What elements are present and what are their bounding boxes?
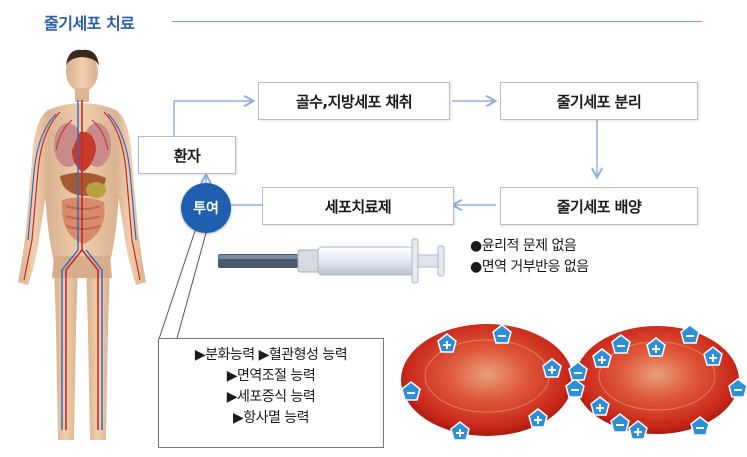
benefit-immune: ●면역 거부반응 없음 xyxy=(470,259,589,275)
minus-marker-icon xyxy=(565,378,585,398)
plus-marker-icon xyxy=(703,346,723,366)
plus-marker-icon xyxy=(590,396,610,416)
node-culture: 줄기세포 배양 xyxy=(500,187,698,225)
callout-lines xyxy=(157,227,207,343)
ability-line: ▶세포증식 능력 xyxy=(226,389,316,405)
plus-marker-icon xyxy=(450,421,470,441)
node-patient: 환자 xyxy=(138,136,236,174)
plus-marker-icon xyxy=(628,420,648,440)
ability-box: ▶분화능력 ▶혈관형성 능력 ▶면역조절 능력 ▶세포증식 능력 ▶항사멸 능력 xyxy=(158,338,384,448)
syringe-icon xyxy=(218,238,445,284)
plus-marker-icon xyxy=(437,333,457,353)
stem-cell-left xyxy=(401,324,573,436)
cell-markers xyxy=(401,324,747,441)
plus-marker-icon xyxy=(592,348,612,368)
plus-marker-icon xyxy=(646,337,666,357)
node-separate: 줄기세포 분리 xyxy=(500,82,698,120)
title-divider xyxy=(172,21,702,22)
node-administer: 투여 xyxy=(181,183,231,233)
minus-marker-icon xyxy=(568,361,588,381)
ability-line: ▶분화능력 ▶혈관형성 능력 xyxy=(194,347,348,363)
diagram-title: 줄기세포 치료 xyxy=(44,14,135,33)
minus-marker-icon xyxy=(728,378,747,398)
node-therapy: 세포치료제 xyxy=(262,187,454,225)
minus-marker-icon xyxy=(680,324,700,344)
minus-marker-icon xyxy=(492,324,512,344)
ability-line: ▶항사멸 능력 xyxy=(232,410,310,426)
minus-marker-icon xyxy=(611,334,631,354)
plus-marker-icon xyxy=(542,358,562,378)
minus-marker-icon xyxy=(610,413,630,433)
benefit-ethics: ●윤리적 문제 없음 xyxy=(470,238,577,254)
human-anatomy-figure xyxy=(18,49,146,440)
minus-marker-icon xyxy=(690,416,710,436)
plus-marker-icon xyxy=(528,408,548,428)
ability-line: ▶면역조절 능력 xyxy=(226,368,316,384)
minus-marker-icon xyxy=(401,381,421,401)
node-collect: 골수,지방세포 채취 xyxy=(258,82,450,120)
benefit-list: ●윤리적 문제 없음 ●면역 거부반응 없음 xyxy=(470,236,589,278)
